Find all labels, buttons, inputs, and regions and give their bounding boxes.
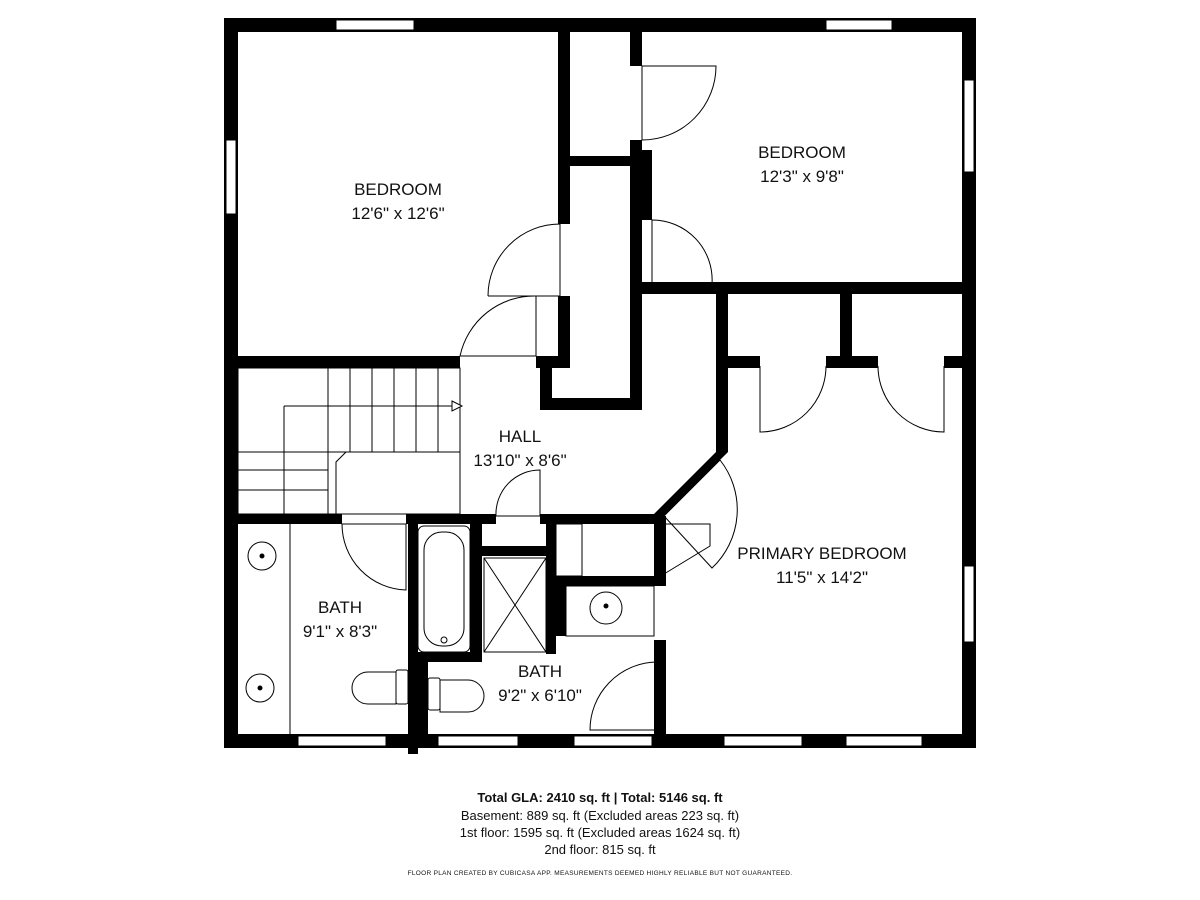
bath-w-size: 9'1" x 8'3" bbox=[303, 622, 377, 641]
total-separator: | bbox=[613, 790, 618, 805]
total-gla-label: Total GLA: bbox=[477, 790, 543, 805]
floor-plan: BEDROOM 12'6" x 12'6" BEDROOM 12'3" x 9'… bbox=[224, 18, 976, 754]
primary-bedroom-name: PRIMARY BEDROOM bbox=[737, 544, 906, 563]
stairs bbox=[237, 367, 464, 515]
bath-s-size: 9'2" x 6'10" bbox=[498, 686, 582, 705]
total-value: 5146 sq. ft bbox=[659, 790, 723, 805]
first-floor-area: 1st floor: 1595 sq. ft (Excluded areas 1… bbox=[459, 825, 741, 840]
bath-w-name: BATH bbox=[318, 598, 362, 617]
hall-name: HALL bbox=[499, 427, 542, 446]
primary-bedroom-size: 11'5" x 14'2" bbox=[776, 568, 868, 587]
disclaimer: FLOOR PLAN CREATED BY CUBICASA APP. MEAS… bbox=[407, 870, 793, 877]
second-floor-area: 2nd floor: 815 sq. ft bbox=[544, 842, 656, 857]
bath-s-name: BATH bbox=[518, 662, 562, 681]
basement-area: Basement: 889 sq. ft (Excluded areas 223… bbox=[460, 808, 740, 823]
hall-size: 13'10" x 8'6" bbox=[473, 451, 566, 470]
total-area-line: Total GLA: 2410 sq. ft | Total: 5146 sq.… bbox=[0, 790, 1200, 805]
bedroom-nw-size: 12'6" x 12'6" bbox=[351, 204, 444, 223]
total-label: Total: bbox=[620, 790, 656, 805]
windows bbox=[225, 19, 975, 747]
bedroom-ne-size: 12'3" x 9'8" bbox=[760, 167, 844, 186]
total-gla-value: 2410 sq. ft bbox=[546, 790, 611, 805]
interior-walls bbox=[224, 32, 976, 754]
bedroom-nw-name: BEDROOM bbox=[354, 180, 442, 199]
bedroom-ne-name: BEDROOM bbox=[758, 143, 846, 162]
doors bbox=[341, 65, 945, 731]
fixtures bbox=[245, 523, 655, 734]
